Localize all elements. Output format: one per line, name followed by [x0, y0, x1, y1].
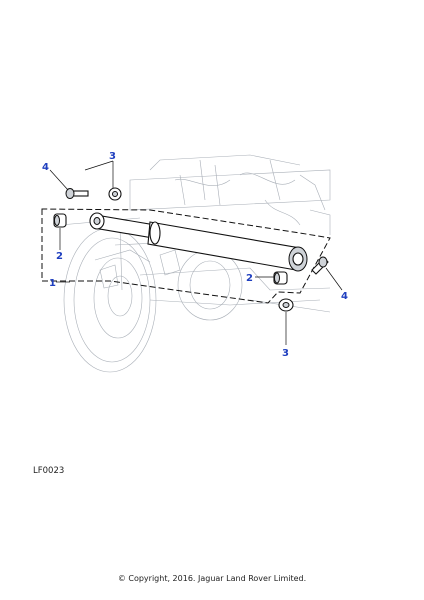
nut-bottom — [278, 298, 294, 312]
callout-2-right: 2 — [246, 273, 253, 284]
callout-3-bottom: 3 — [282, 348, 289, 359]
bush-left — [53, 213, 67, 228]
kit-boundary-dashed — [41, 208, 331, 304]
callout-2-left: 2 — [56, 251, 63, 262]
nut-top — [108, 187, 122, 201]
leader-lines — [49, 160, 343, 345]
bolt-right — [311, 256, 329, 275]
callout-3-top: 3 — [109, 151, 116, 162]
copyright-notice: © Copyright, 2016. Jaguar Land Rover Lim… — [117, 574, 307, 583]
shock-absorber — [89, 212, 308, 272]
diagram-reference-code: LF0023 — [33, 466, 65, 476]
callout-4-right: 4 — [341, 291, 348, 302]
bolt-left — [65, 188, 89, 199]
bush-right — [273, 271, 288, 285]
callout-4-left: 4 — [42, 162, 49, 173]
callout-1: 1 — [49, 278, 56, 289]
chassis-background-drawing — [59, 154, 331, 373]
